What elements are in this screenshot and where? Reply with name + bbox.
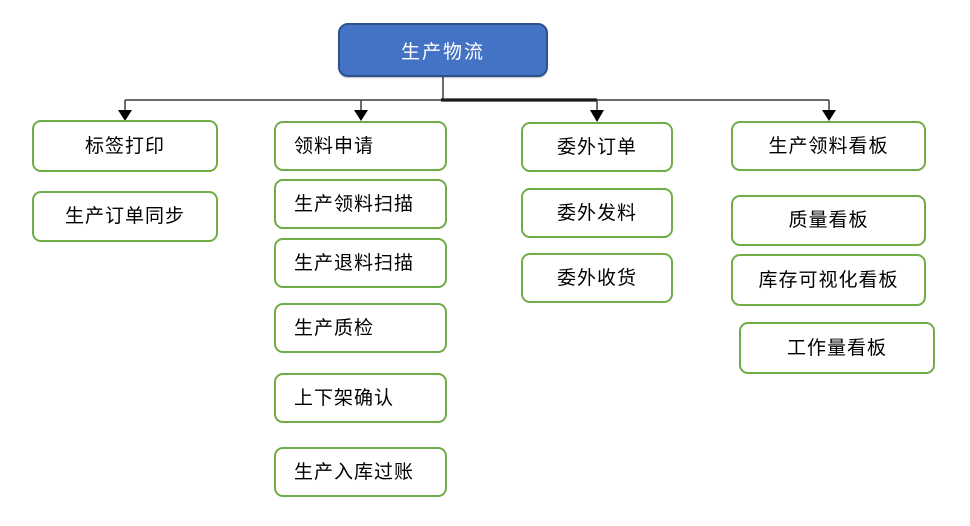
node-outsourcing-material-issue: 委外发料 <box>521 188 673 238</box>
node-material-requisition: 领料申请 <box>274 121 447 171</box>
node-label: 领料申请 <box>294 135 375 157</box>
node-production-picking-scan: 生产领料扫描 <box>274 179 447 229</box>
arrow-down-icon <box>354 110 368 121</box>
node-production-quality-check: 生产质检 <box>274 303 447 353</box>
node-quality-kanban: 质量看板 <box>731 195 926 246</box>
node-production-picking-kanban: 生产领料看板 <box>731 121 926 171</box>
node-label: 委外发料 <box>556 202 637 224</box>
node-production-order-sync: 生产订单同步 <box>32 191 218 242</box>
node-production-warehouse-posting: 生产入库过账 <box>274 447 447 497</box>
node-label: 上下架确认 <box>294 387 395 409</box>
node-label: 生产质检 <box>294 317 375 339</box>
node-label: 生产退料扫描 <box>294 252 415 274</box>
node-label: 库存可视化看板 <box>758 269 899 291</box>
node-label: 生产领料看板 <box>768 135 889 157</box>
node-inventory-visualization-kanban: 库存可视化看板 <box>731 254 926 306</box>
node-shelf-confirmation: 上下架确认 <box>274 373 447 423</box>
node-label: 委外订单 <box>556 136 637 158</box>
root-node-label: 生产物流 <box>400 41 485 63</box>
node-label: 生产订单同步 <box>64 206 185 227</box>
node-label: 委外收货 <box>556 267 637 289</box>
arrow-down-icon <box>590 110 604 122</box>
node-label: 生产领料扫描 <box>294 193 415 215</box>
root-node-production-logistics: 生产物流 <box>338 23 548 77</box>
node-production-return-scan: 生产退料扫描 <box>274 238 447 288</box>
node-label: 质量看板 <box>788 210 869 231</box>
node-outsourcing-order: 委外订单 <box>521 122 673 172</box>
node-workload-kanban: 工作量看板 <box>739 322 935 374</box>
node-label: 生产入库过账 <box>294 461 415 483</box>
node-outsourcing-receiving: 委外收货 <box>521 253 673 303</box>
arrow-down-icon <box>822 110 836 121</box>
node-label: 工作量看板 <box>786 337 887 359</box>
node-label: 标签打印 <box>84 135 165 157</box>
node-label-printing: 标签打印 <box>32 120 218 172</box>
